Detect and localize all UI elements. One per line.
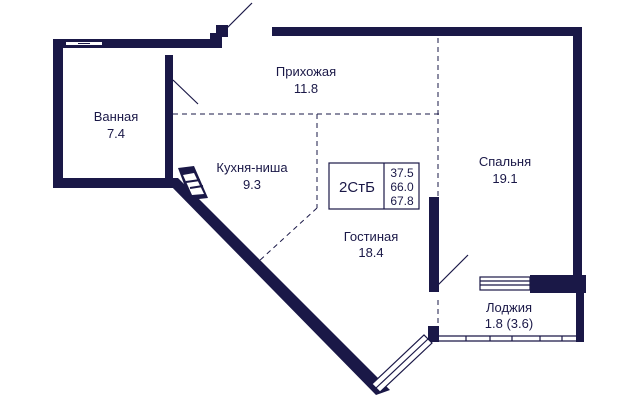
right-wall	[573, 27, 582, 277]
kitchen-name: Кухня-ниша	[216, 160, 288, 175]
kitchen-area: 9.3	[243, 177, 261, 192]
area-total: 66.0	[390, 180, 414, 194]
area-total-loggia: 67.8	[390, 194, 414, 208]
loggia-name: Лоджия	[486, 300, 532, 315]
apartment-type: 2СтБ	[339, 179, 375, 196]
entrance-pillar-top	[216, 25, 228, 37]
diagonal-wall	[168, 178, 390, 395]
hallway-area: 11.8	[294, 81, 318, 96]
bedroom-area: 19.1	[492, 171, 517, 186]
walls	[53, 25, 586, 395]
zone-dividers	[173, 38, 440, 330]
doors	[172, 2, 469, 286]
room-labels: Прихожая 11.8 Ванная 7.4 Кухня-ниша 9.3 …	[94, 64, 533, 331]
living-name: Гостиная	[344, 229, 399, 244]
area-total-living: 37.5	[390, 166, 414, 180]
entrance-door	[224, 2, 253, 31]
bedroom-name: Спальня	[479, 154, 531, 169]
living-window	[371, 334, 433, 393]
bathroom-left-wall	[53, 39, 63, 188]
bathroom-partition-top	[166, 55, 171, 80]
bathroom-window	[66, 42, 102, 45]
loggia	[439, 276, 578, 342]
apartment-badge: 2СтБ 37.5 66.0 67.8	[328, 162, 420, 210]
bathroom-top-wall	[53, 39, 215, 48]
loggia-right-wall	[576, 290, 584, 342]
bathroom-area: 7.4	[107, 126, 125, 141]
top-wall	[272, 27, 582, 36]
hallway-name: Прихожая	[276, 64, 336, 79]
vent-shaft-icon	[178, 166, 208, 200]
bathroom-right-wall	[165, 55, 173, 185]
bathroom-bottom-wall	[53, 178, 178, 188]
column	[428, 326, 439, 342]
loggia-area: 1.8 (3.6)	[485, 316, 533, 331]
bedroom-wall	[429, 197, 439, 292]
bathroom-door	[172, 79, 199, 105]
bathroom-name: Ванная	[94, 109, 139, 124]
right-wall-stub	[530, 275, 586, 293]
bedroom-door	[437, 254, 469, 286]
living-area: 18.4	[358, 245, 383, 260]
